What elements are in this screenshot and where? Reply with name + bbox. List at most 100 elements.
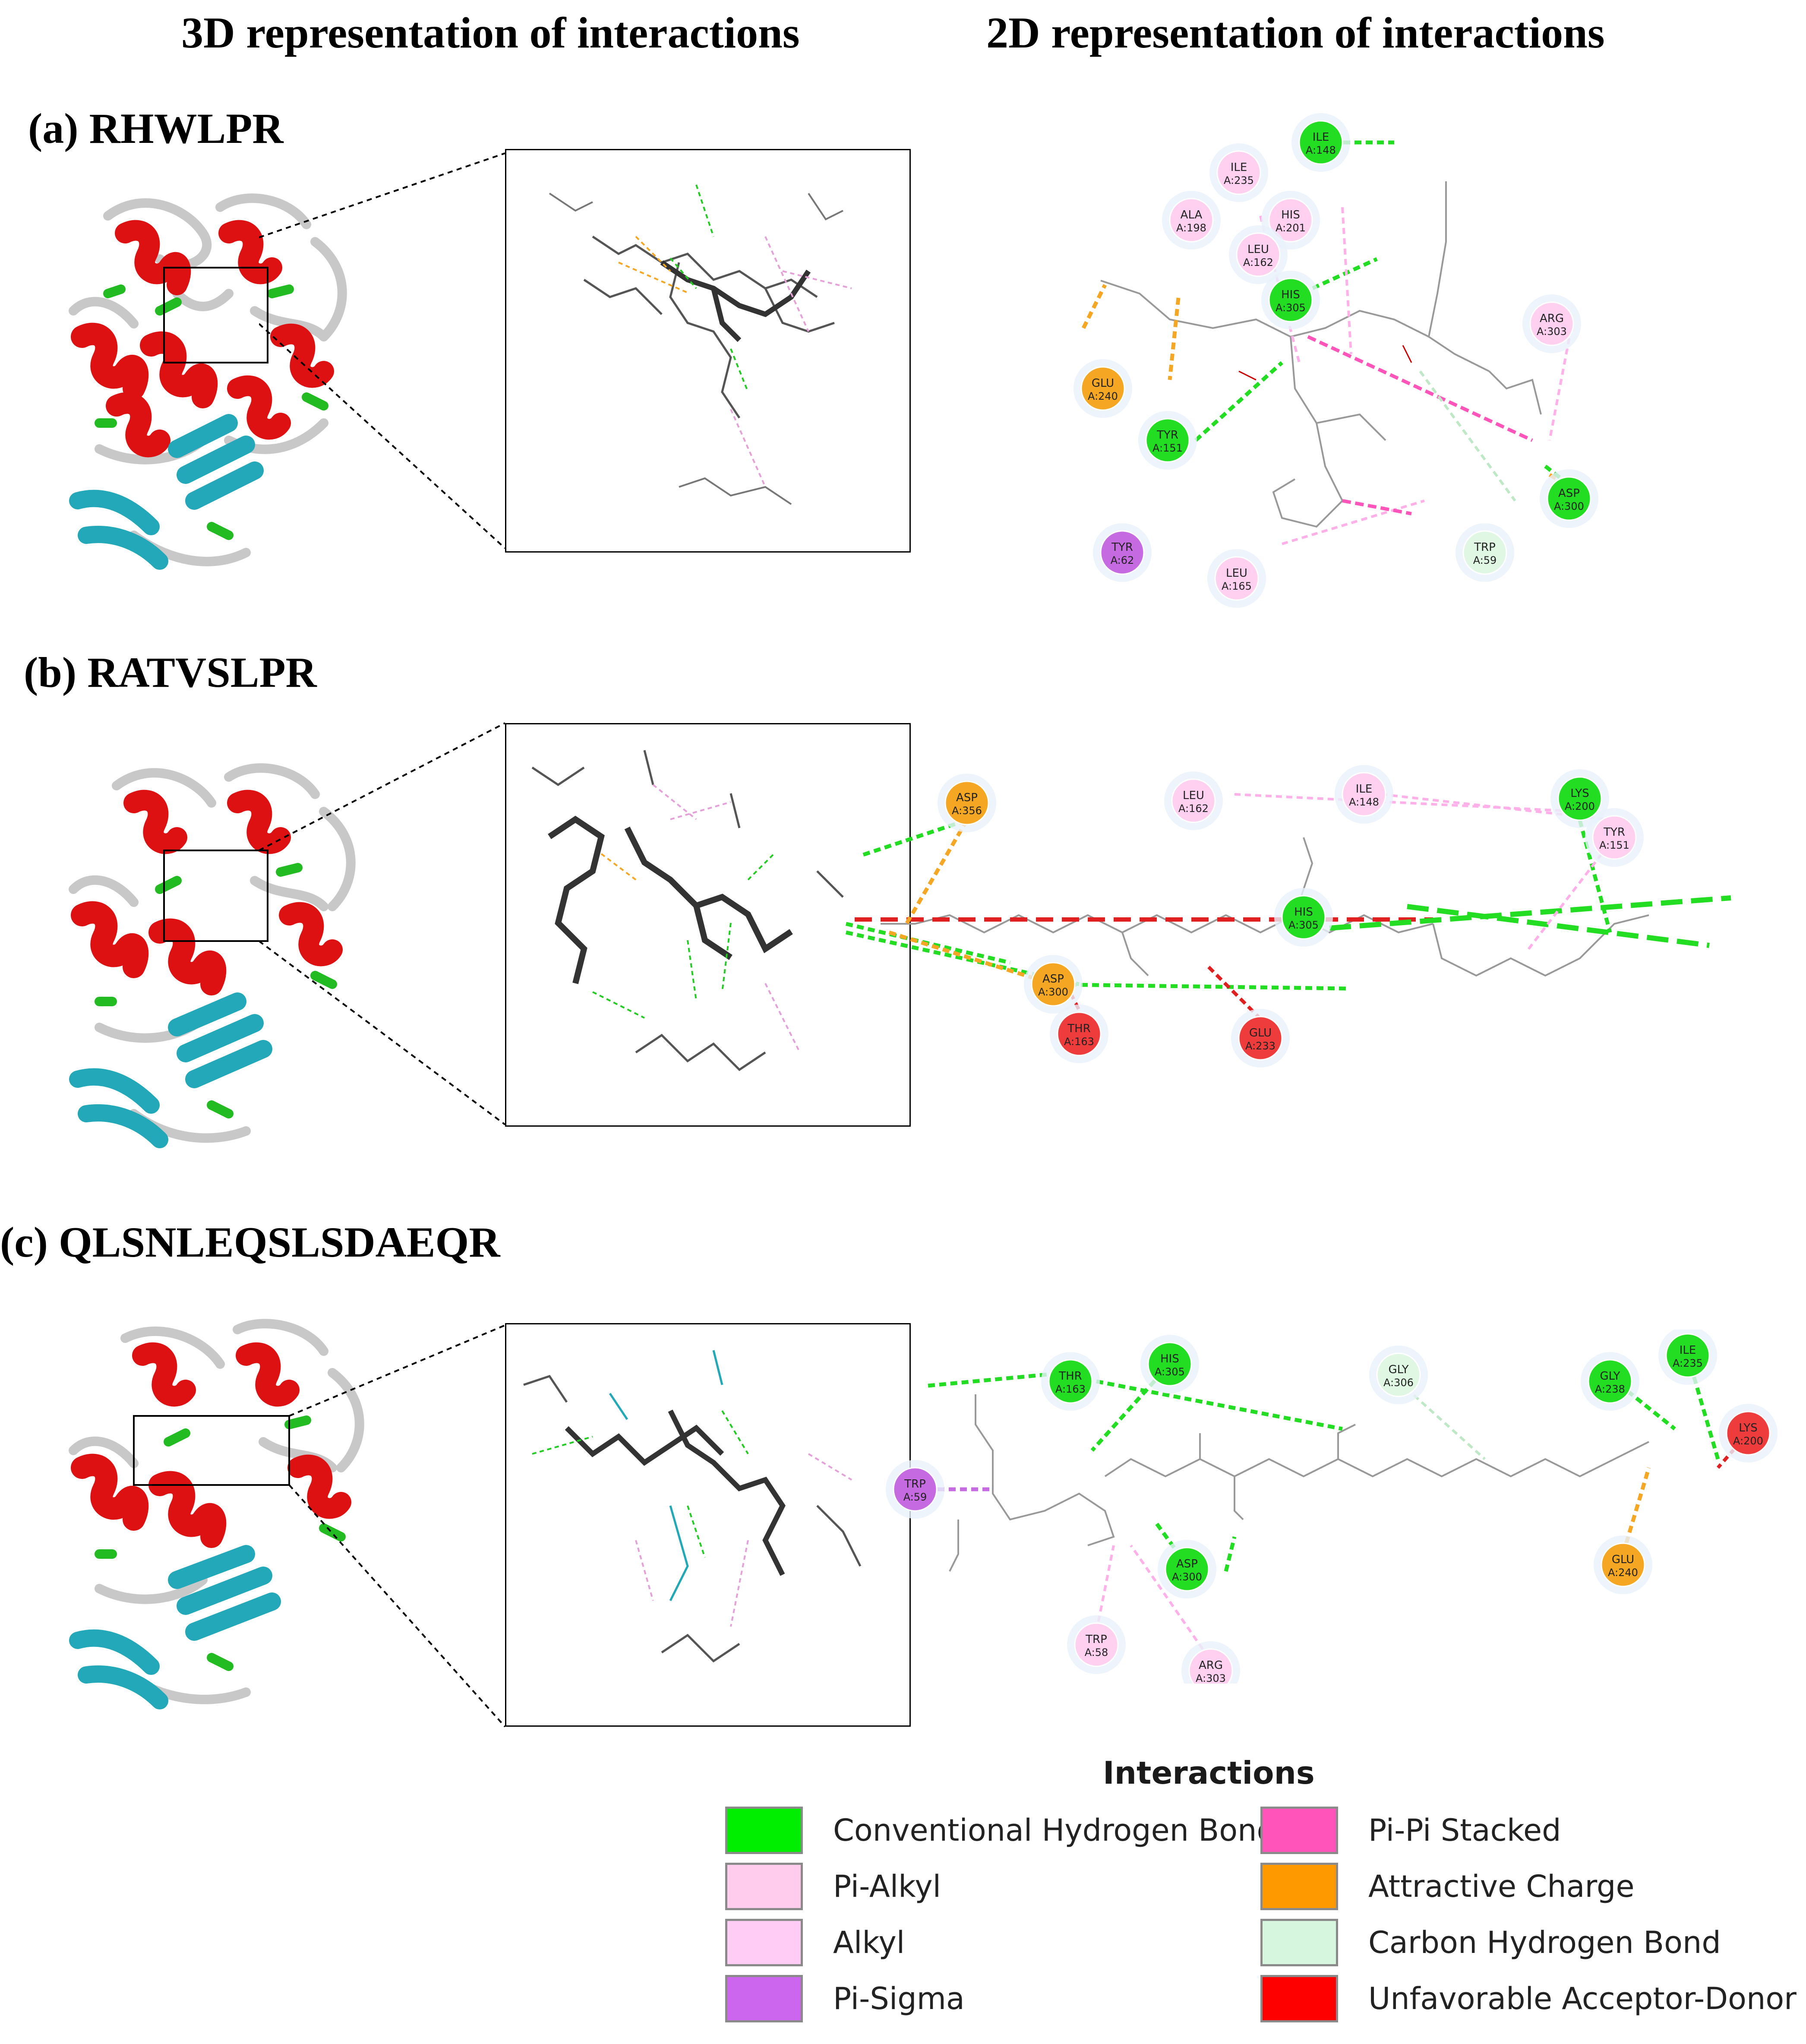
residue-number: A:305 [1155,1366,1185,1378]
residue-circle [944,780,989,825]
residue-circle [1080,366,1125,411]
panel-a-protein-structure [47,181,393,591]
panel-a-3d-inset [505,149,911,553]
residue-number: A:300 [1172,1571,1202,1583]
panel-c-protein-structure [47,1312,393,1722]
residue-circle [1145,418,1190,463]
residue-circle [1236,232,1281,277]
residue-name: TYR [1603,826,1625,839]
legend-item-pi-alkyl: Pi-Alkyl [725,1863,941,1910]
legend-swatch [1260,1807,1338,1854]
residue-circle [1462,530,1507,575]
residue-name: HIS [1160,1352,1179,1365]
panel-b-label: (b) RATVSLPR [24,648,317,696]
residue-number: A:303 [1537,325,1567,338]
residue-circle [1100,530,1145,575]
legend-swatch [1260,1863,1338,1910]
residue-circle [1165,1547,1209,1592]
residue-name: TYR [1111,541,1133,554]
residue-number: A:200 [1733,1435,1763,1447]
legend-label: Pi-Sigma [833,1981,965,2016]
residue-number: A:148 [1306,144,1336,156]
residue-number: A:162 [1178,802,1209,815]
residue-name: TRP [1085,1633,1107,1646]
residue-circle [1601,1542,1645,1587]
residue-number: A:163 [1064,1036,1094,1048]
residue-name: ILE [1680,1344,1696,1357]
residue-number: A:59 [1473,554,1497,566]
legend-label: Conventional Hydrogen Bond [833,1813,1276,1848]
residue-name: HIS [1281,288,1300,301]
residue-number: A:198 [1176,222,1206,234]
residue-circle [1238,1016,1283,1061]
residue-circle [1557,776,1602,821]
residue-circle [1726,1411,1771,1456]
panel-c-3d-inset [505,1323,911,1727]
panel-b-protein-structure [47,751,393,1161]
residue-number: A:306 [1383,1377,1414,1389]
residue-number: A:62 [1111,554,1134,566]
residue-circle [1188,1648,1233,1684]
legend-label: Carbon Hydrogen Bond [1368,1925,1721,1960]
residue-number: A:200 [1565,800,1595,812]
residue-circle [1529,301,1574,346]
legend: Conventional Hydrogen Bond Pi-Alkyl Alky… [725,1807,1797,2035]
header-3d: 3D representation of interactions [181,9,800,57]
residue-circle [1214,556,1259,601]
residue-number: A:305 [1276,302,1306,314]
residue-name: ILE [1356,783,1373,796]
legend-item-carbon-hydrogen-bond: Carbon Hydrogen Bond [1260,1919,1721,1966]
residue-name: ILE [1231,161,1247,174]
legend-item-attractive-charge: Attractive Charge [1260,1863,1635,1910]
residue-name: TYR [1156,429,1178,442]
residue-circle [1147,1342,1192,1387]
residue-name: GLU [1612,1553,1634,1566]
residue-number: A:300 [1038,986,1068,998]
legend-item-alkyl: Alkyl [725,1919,905,1966]
residue-circle [1665,1333,1710,1378]
legend-item-pi-sigma: Pi-Sigma [725,1975,965,2022]
residue-name: ILE [1313,131,1329,144]
panel-c-zoom-lines [288,1324,506,1728]
residue-name: ARG [1199,1659,1223,1672]
legend-label: Attractive Charge [1368,1869,1635,1904]
legend-label: Unfavorable Acceptor-Donor [1368,1981,1797,2016]
residue-number: A:151 [1599,839,1629,851]
residue-circle [1057,1011,1102,1056]
legend-swatch [725,1807,803,1854]
residue-name: ASP [1176,1557,1198,1570]
residue-number: A:240 [1608,1567,1638,1579]
residue-number: A:163 [1055,1383,1086,1395]
panel-a-zoom-lines [259,152,506,549]
residue-circle [1268,278,1313,322]
residue-name: ASP [1042,973,1064,986]
legend-title: Interactions [1103,1755,1315,1791]
residue-number: A:235 [1673,1357,1703,1369]
residue-name: ASP [956,791,978,804]
residue-name: ASP [1558,487,1580,500]
residue-name: LYS [1570,787,1589,800]
residue-number: A:151 [1152,442,1183,454]
